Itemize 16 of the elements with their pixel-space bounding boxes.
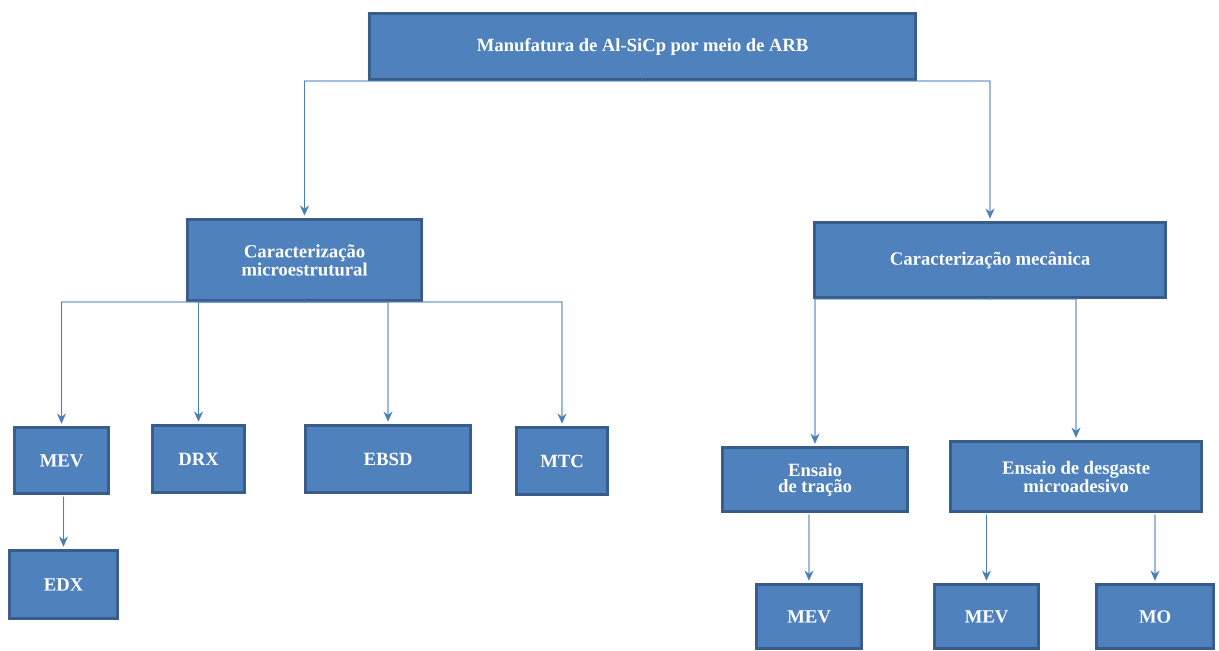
arrow (989, 296, 1081, 438)
arrow (641, 78, 995, 219)
process-box: Caracterização mecânica (813, 221, 1167, 299)
process-box: MEV (755, 583, 863, 650)
process-box: EDX (8, 549, 119, 620)
process-box: MTC (515, 426, 609, 496)
process-box: Ensaio de desgaste microadesivo (949, 440, 1203, 513)
process-box: DRX (151, 424, 246, 494)
process-box: MEV (933, 583, 1040, 650)
process-box: Caracterização microestrutural (185, 218, 424, 302)
process-box: Ensaio de tração (721, 446, 909, 513)
process-box: EBSD (304, 424, 472, 494)
arrow (303, 299, 567, 424)
process-box: Manufatura de Al-SiCp por meio de ARB (367, 12, 918, 81)
process-box: MO (1095, 583, 1215, 650)
process-box: MEV (13, 426, 110, 495)
